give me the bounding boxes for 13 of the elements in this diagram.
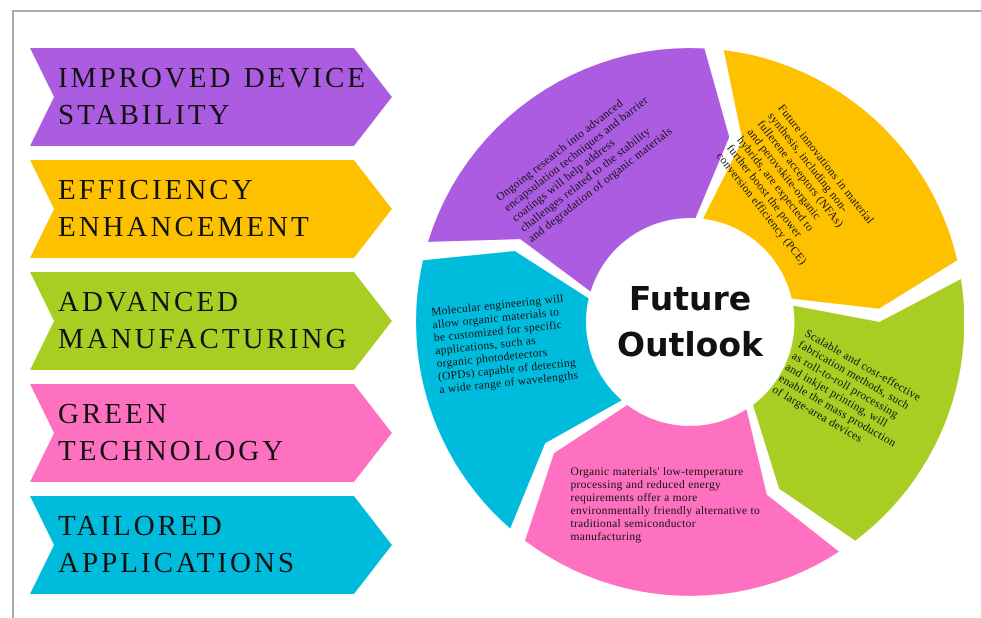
banner-title: IMPROVED DEVICE STABILITY [58, 61, 370, 133]
banner-title: GREEN TECHNOLOGY [58, 397, 288, 469]
banner-title: TAILORED APPLICATIONS [58, 509, 298, 581]
chevron-banner [30, 48, 392, 146]
segment-description: Organic materials' low-temperature processing and reduced energy requirements offer a more environmentally friendly alternative to traditional semiconductor manufacturing [570, 466, 762, 544]
chevron-banner [30, 160, 392, 258]
banner-title: EFFICIENCY ENHANCEMENT [58, 173, 313, 245]
chevron-banner [30, 272, 392, 370]
segment-description: Molecular engineering will allow organic materials to be customized for specific applications, such as organic photodetectors (OPDs) capable of detecting a wide range of wavelengths [430, 292, 580, 398]
chevron-banner [30, 384, 392, 482]
banner-title: ADVANCED MANUFACTURING [58, 285, 350, 357]
center-title: Future Outlook [616, 278, 764, 366]
chevron-banner [30, 496, 392, 594]
